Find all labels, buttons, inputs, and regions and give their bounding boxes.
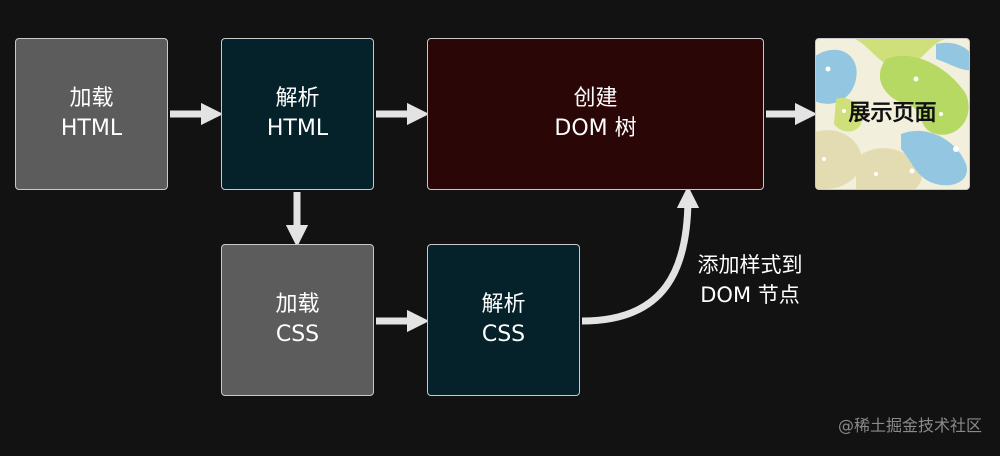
edge-label-line1: 添加样式到: [697, 253, 803, 277]
node-parse-css: 解析 CSS: [427, 244, 580, 396]
node-parse-html-line2: HTML: [266, 116, 329, 141]
node-parse-css-line1: 解析: [481, 292, 526, 317]
node-create-dom-line2: DOM 树: [554, 116, 637, 141]
node-show-page: 展示页面: [815, 38, 970, 190]
node-load-css: 加载 CSS: [221, 244, 374, 396]
abstract-pattern-illustration: [816, 39, 969, 189]
edge-label-line2: DOM 节点: [700, 283, 800, 307]
node-load-html-line1: 加载: [69, 86, 114, 111]
node-parse-html-line1: 解析: [275, 86, 320, 111]
watermark: @稀土掘金技术社区: [837, 416, 982, 435]
node-create-dom-line1: 创建: [573, 86, 618, 111]
node-create-dom: 创建 DOM 树: [427, 38, 764, 190]
node-load-html-line2: HTML: [60, 116, 123, 141]
arrow-parse-css-to-create-dom: [581, 185, 700, 325]
node-load-css-line2: CSS: [275, 322, 320, 347]
node-load-css-line1: 加载: [275, 292, 320, 317]
node-show-page-label: 展示页面: [848, 101, 937, 126]
node-parse-css-line2: CSS: [481, 322, 526, 347]
node-parse-html: 解析 HTML: [221, 38, 374, 190]
node-load-html: 加载 HTML: [15, 38, 168, 190]
edge-label-add-styles: 添加样式到 DOM 节点: [680, 250, 820, 310]
